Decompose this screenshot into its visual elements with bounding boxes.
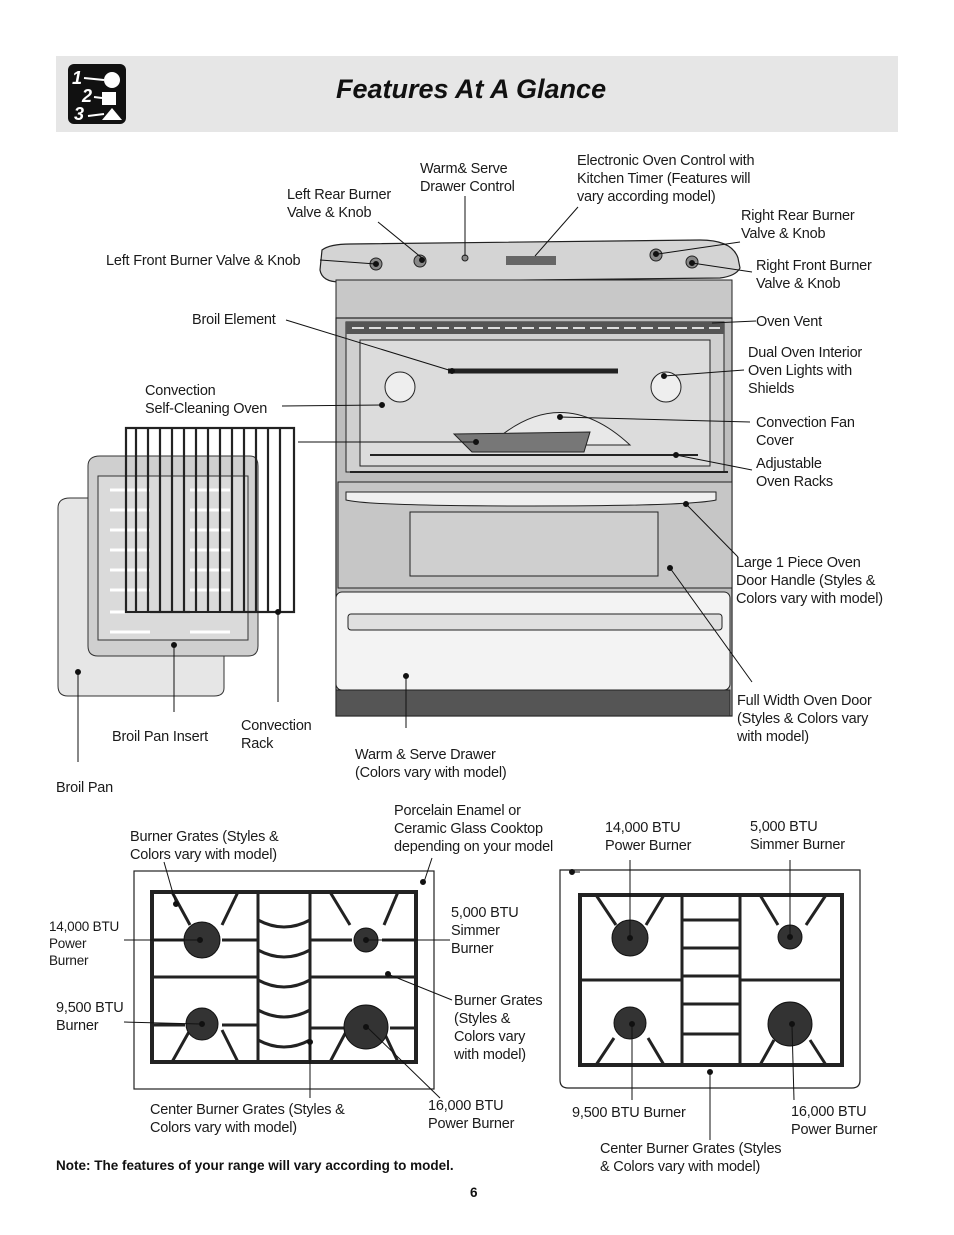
label-burner-grates-left: Burner Grates (Styles &Colors vary with … [130,829,279,863]
right-cooktop [559,869,861,1089]
logo-digit-1: 1 [72,68,82,88]
label-right-center-grates: Center Burner Grates (Styles& Colors var… [600,1141,782,1175]
label-oven-vent: Oven Vent [756,314,822,330]
logo-digit-3: 3 [74,104,84,124]
page-number: 6 [470,1185,478,1200]
label-warm-drawer: Warm & Serve Drawer(Colors vary with mod… [355,747,507,781]
label-broil-pan-insert: Broil Pan Insert [112,729,208,745]
logo-digit-2: 2 [81,86,92,106]
steps-logo-icon: 1 2 3 [68,64,126,124]
label-broil-pan: Broil Pan [56,780,114,796]
page-header: 1 2 3 Features At A Glance [56,56,898,132]
label-broil-element: Broil Element [192,312,276,328]
broil-accessories [57,426,296,697]
range-diagram [319,239,741,717]
footer-note: Note: The features of your range will va… [56,1158,454,1173]
label-left-center-grates: Center Burner Grates (Styles &Colors var… [150,1102,345,1136]
page-title: Features At A Glance [336,74,607,104]
label-oven-door: Full Width Oven Door(Styles & Colors var… [737,693,872,745]
label-right-9500-burner: 9,500 BTU Burner [572,1105,686,1121]
label-left-front-burner: Left Front Burner Valve & Knob [106,253,301,269]
range-leader-lines [75,196,757,762]
left-cooktop [133,870,435,1090]
cooktop-leader-lines [123,857,795,1140]
